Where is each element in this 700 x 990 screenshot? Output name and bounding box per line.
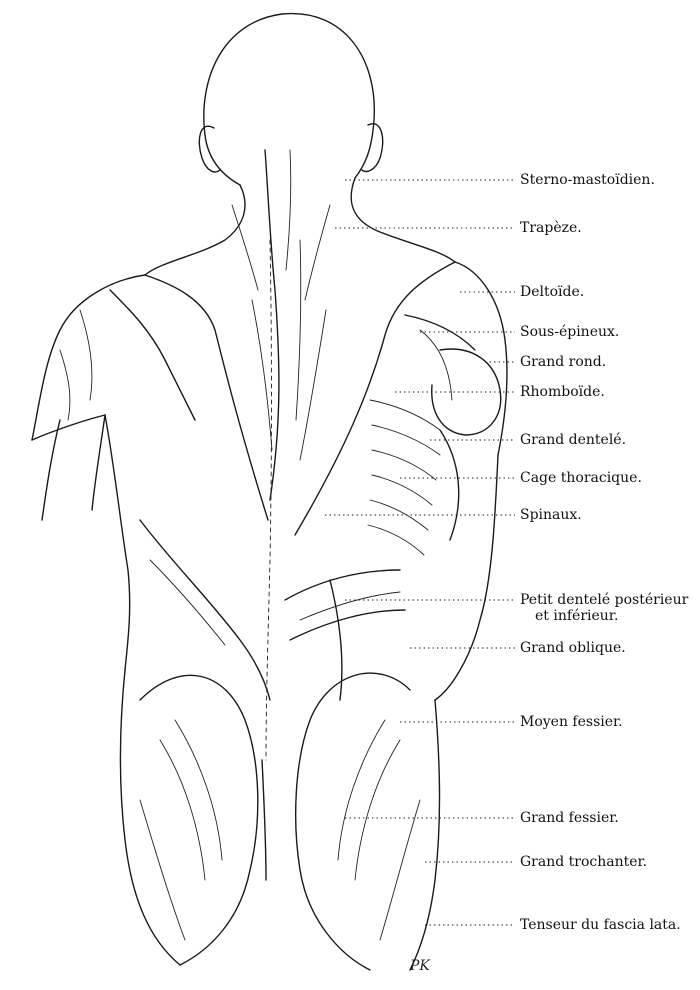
- label-rhomboide: Rhomboïde.: [520, 384, 605, 400]
- label-moyen-fessier: Moyen fessier.: [520, 714, 623, 730]
- label-grand-oblique: Grand oblique.: [520, 640, 626, 656]
- label-tenseur-fascia-lata: Tenseur du fascia lata.: [520, 917, 681, 933]
- head: [199, 14, 382, 185]
- label-deltoide: Deltoïde.: [520, 284, 584, 300]
- right-deltoid: [405, 262, 507, 455]
- torso-outline: [105, 415, 498, 970]
- label-grand-rond: Grand rond.: [520, 354, 606, 370]
- label-cage-thoracique: Cage thoracique.: [520, 470, 642, 486]
- spine-line: [266, 240, 272, 760]
- label-spinaux: Spinaux.: [520, 507, 582, 523]
- label-sous-epineux: Sous-épineux.: [520, 324, 619, 340]
- left-deltoid: [32, 275, 195, 520]
- artist-signature: PK: [409, 958, 431, 974]
- label-petit-dentele-line1: Petit dentelé postérieur: [520, 592, 688, 608]
- label-grand-trochanter: Grand trochanter.: [520, 854, 647, 870]
- leader-lines: [325, 180, 515, 925]
- label-petit-dentele-line2: et inférieur.: [535, 608, 618, 624]
- label-grand-fessier: Grand fessier.: [520, 810, 619, 826]
- label-trapeze: Trapèze.: [520, 220, 582, 236]
- neck-trapezius: [145, 150, 455, 535]
- gluteus: [140, 673, 420, 970]
- label-sterno-mastoidien: Sterno-mastoïdien.: [520, 172, 655, 188]
- label-grand-dentele: Grand dentelé.: [520, 432, 626, 448]
